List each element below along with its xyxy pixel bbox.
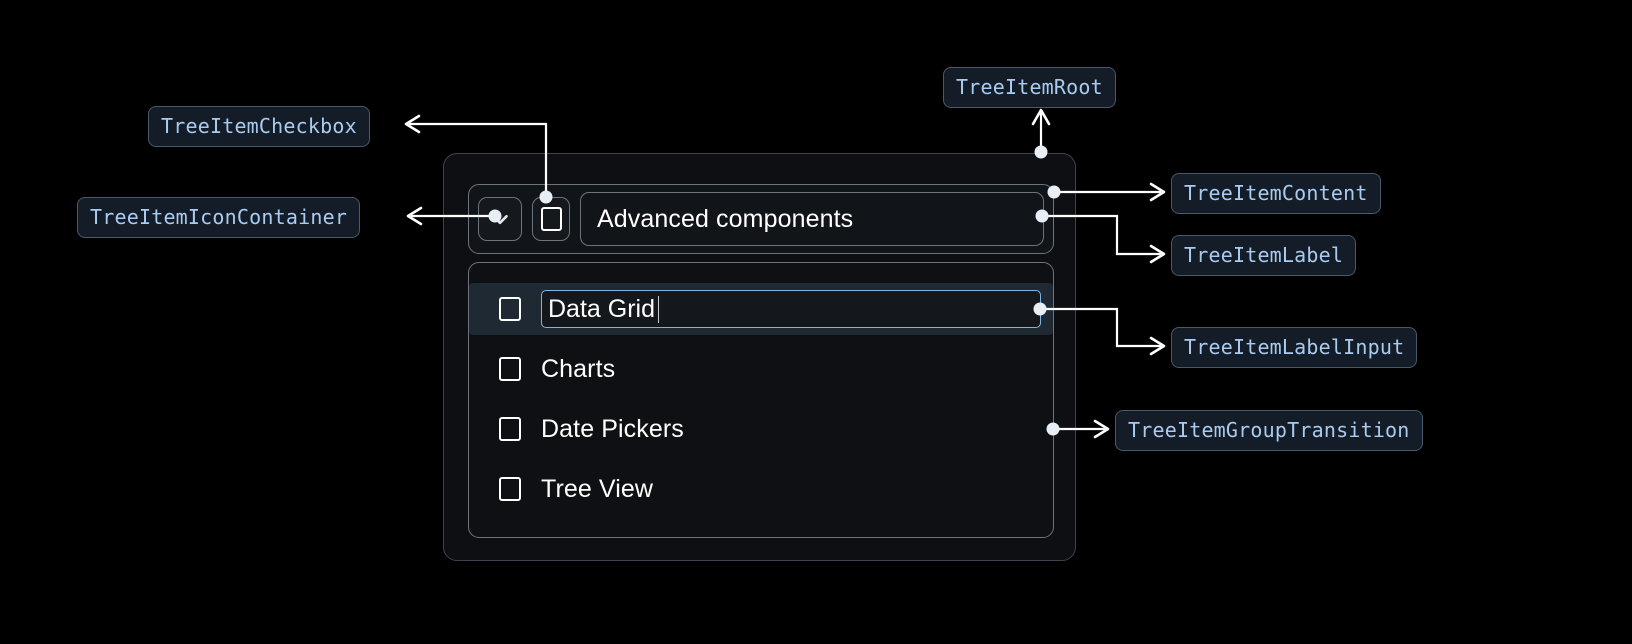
tree-item-group-transition: Data Grid Charts Date Pickers Tree View [468,262,1054,538]
tree-row-checkbox[interactable] [499,417,521,441]
tree-row-data-grid[interactable]: Data Grid [469,283,1053,335]
annotation-chip-label: TreeItemIconContainer [90,205,348,229]
arrowhead-tree-item-label-input [1149,336,1166,356]
tree-item-content[interactable]: Advanced components [468,184,1054,254]
tree-item-icon-container[interactable] [478,197,522,241]
tree-item-label-input[interactable]: Data Grid [541,290,1041,328]
arrowhead-tree-item-icon-container [406,206,423,226]
tree-item-checkbox[interactable] [532,197,570,241]
arrowhead-tree-item-content [1149,182,1166,202]
tree-row-label: Charts [541,354,616,383]
tree-row-date-pickers[interactable]: Date Pickers [469,403,1053,455]
chevron-down-icon [492,214,508,225]
tree-row-tree-view[interactable]: Tree View [469,463,1053,515]
tree-row-charts[interactable]: Charts [469,343,1053,395]
annotation-chip-tree-item-content: TreeItemContent [1171,173,1381,214]
annotation-chip-tree-item-icon-container: TreeItemIconContainer [77,197,361,238]
tree-row-label: Tree View [541,474,654,503]
arrowhead-tree-item-root [1031,108,1051,126]
checkbox-glyph [540,207,562,231]
annotation-chip-tree-item-group-transition: TreeItemGroupTransition [1115,410,1423,451]
annotation-chip-tree-item-root: TreeItemRoot [943,67,1116,108]
tree-row-checkbox[interactable] [499,477,521,501]
tree-row-label: Date Pickers [541,414,684,443]
annotation-chip-label: TreeItemLabel [1184,243,1344,267]
text-caret [657,295,660,323]
annotation-chip-label: TreeItemLabelInput [1184,335,1405,359]
annotation-chip-label: TreeItemContent [1184,181,1368,205]
annotation-chip-tree-item-label: TreeItemLabel [1171,235,1357,276]
annotation-chip-tree-item-label-input: TreeItemLabelInput [1171,327,1418,368]
annotation-chip-label: TreeItemRoot [956,75,1103,99]
tree-row-checkbox[interactable] [499,297,521,321]
tree-item-label-input-value: Data Grid [548,294,655,323]
arrowhead-tree-item-group-transition [1093,419,1110,439]
annotation-chip-label: TreeItemCheckbox [161,114,357,138]
tree-item-label-text: Advanced components [597,204,854,233]
arrowhead-tree-item-checkbox [404,114,421,134]
tree-item-root[interactable]: Advanced components Data Grid Charts Dat… [443,153,1076,561]
arrowhead-tree-item-label [1149,244,1166,264]
tree-row-checkbox[interactable] [499,357,521,381]
tree-item-label[interactable]: Advanced components [580,192,1044,246]
annotation-chip-label: TreeItemGroupTransition [1128,418,1410,442]
annotation-chip-tree-item-checkbox: TreeItemCheckbox [148,106,370,147]
